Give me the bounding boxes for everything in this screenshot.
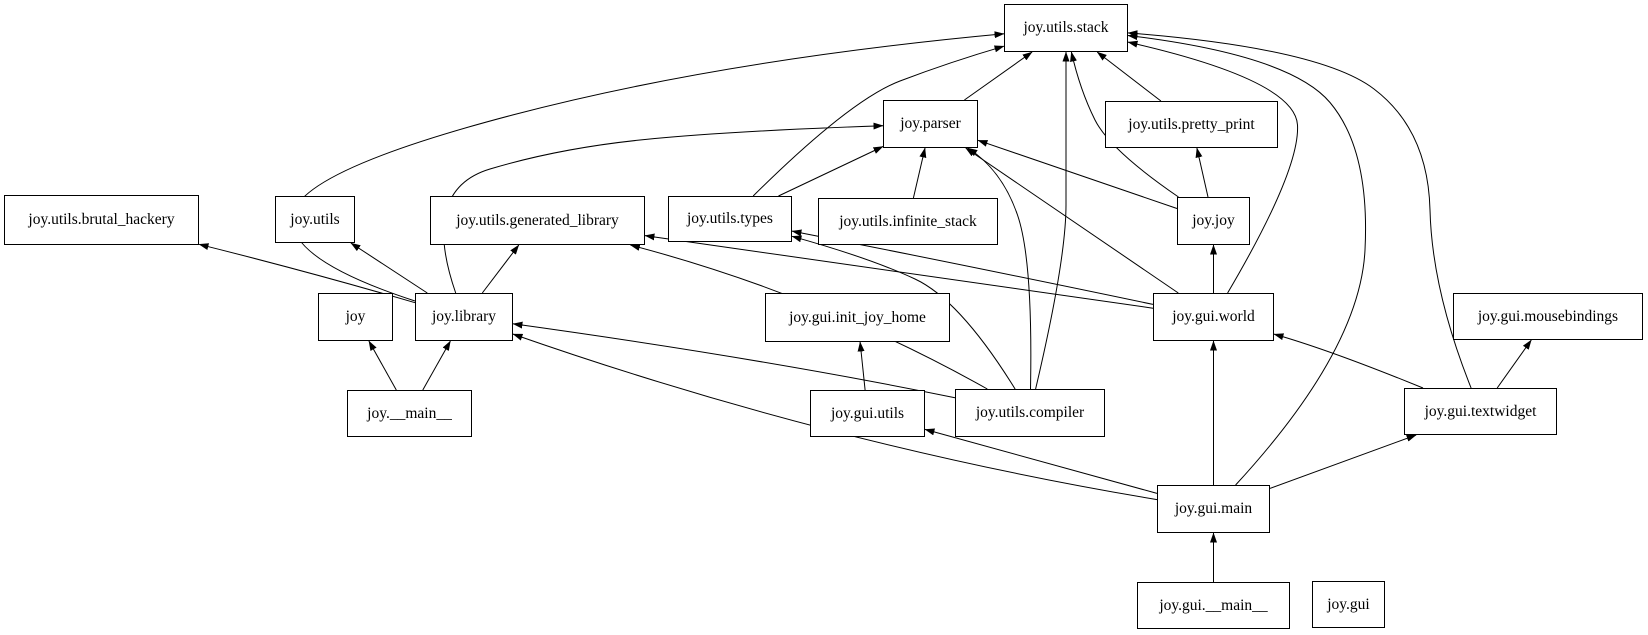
edge-joy-gui-textwidget-to-joy-gui-world bbox=[1273, 333, 1424, 389]
node-joy-gui: joy.gui bbox=[1312, 581, 1385, 628]
node-joy-library: joy.library bbox=[415, 293, 513, 341]
node-joy-utils-brutal-hackery: joy.utils.brutal_hackery bbox=[4, 195, 199, 245]
edge-joy-utils-compiler-to-joy-library bbox=[512, 321, 956, 399]
node-joy-utils-compiler: joy.utils.compiler bbox=[955, 389, 1105, 437]
edge-joy-library-to-joy-utils-stack bbox=[291, 31, 1005, 302]
edge-joy-library-to-joy-utils bbox=[350, 242, 428, 294]
node-joy-utils-infinite-stack: joy.utils.infinite_stack bbox=[818, 198, 998, 245]
edge-joy-utils-compiler-to-joy-utils-stack bbox=[1035, 51, 1070, 390]
node-joy-parser: joy.parser bbox=[883, 100, 978, 148]
node-joy-gui-main: joy.gui.main bbox=[1157, 485, 1270, 533]
node-joy-main: joy.__main__ bbox=[347, 390, 472, 437]
edge-joy-gui-main-to-joy-gui-utils bbox=[924, 428, 1158, 494]
edge-joy-gui-main-to-joy-utils-stack bbox=[1127, 33, 1367, 486]
node-joy-joy: joy.joy bbox=[1177, 197, 1250, 245]
edge-joy-utils-compiler-to-joy-utils-types bbox=[791, 235, 1016, 390]
edge-joy-utils-types-to-joy-parser bbox=[778, 146, 884, 197]
edge-joy-gui-world-to-joy-utils-stack bbox=[1127, 40, 1299, 294]
edge-joy-library-to-joy-utils-generated-library bbox=[481, 244, 520, 294]
edge-joy-gui-world-to-joy-parser bbox=[965, 147, 1179, 294]
edge-joy-main-to-joy-library bbox=[422, 340, 451, 391]
edge-joy-gui-main-to-joy-gui-textwidget bbox=[1269, 434, 1417, 489]
edge-joy-gui-utils-to-joy-gui-init-joy-home bbox=[857, 341, 866, 391]
edge-joy-joy-to-joy-utils-stack bbox=[1070, 51, 1179, 198]
edge-joy-utils-infinite-stack-to-joy-parser bbox=[912, 147, 927, 199]
edge-joy-main-to-joy bbox=[368, 340, 397, 391]
node-joy-utils-types: joy.utils.types bbox=[668, 196, 792, 242]
edge-joy-gui-world-to-joy-utils-generated-library bbox=[644, 233, 1154, 309]
node-joy-utils-stack: joy.utils.stack bbox=[1004, 4, 1128, 52]
edge-joy-joy-to-joy-parser bbox=[977, 139, 1178, 209]
node-joy: joy bbox=[318, 293, 393, 341]
edge-joy-utils-types-to-joy-utils-stack bbox=[752, 45, 1005, 197]
edge-joy-utils-pretty-print-to-joy-utils-stack bbox=[1096, 51, 1162, 102]
node-joy-gui-textwidget: joy.gui.textwidget bbox=[1404, 388, 1557, 435]
edge-joy-gui-textwidget-to-joy-utils-stack bbox=[1127, 30, 1472, 389]
edge-joy-parser-to-joy-utils-stack bbox=[964, 51, 1033, 101]
edge-joy-utils-compiler-to-joy-parser bbox=[967, 147, 1032, 390]
node-joy-utils: joy.utils bbox=[275, 196, 355, 243]
node-joy-gui-utils: joy.gui.utils bbox=[810, 390, 925, 437]
node-joy-gui-mousebindings: joy.gui.mousebindings bbox=[1453, 293, 1643, 340]
node-joy-gui-init-joy-home: joy.gui.init_joy_home bbox=[765, 293, 950, 342]
node-joy-utils-pretty-print: joy.utils.pretty_print bbox=[1105, 101, 1278, 148]
edge-joy-joy-to-joy-utils-pretty-print bbox=[1195, 147, 1209, 198]
node-joy-utils-generated-library: joy.utils.generated_library bbox=[430, 196, 645, 245]
node-joy-gui-main-module: joy.gui.__main__ bbox=[1137, 582, 1290, 629]
node-joy-gui-world: joy.gui.world bbox=[1153, 293, 1274, 341]
edge-joy-gui-textwidget-to-joy-gui-mousebindings bbox=[1496, 339, 1532, 389]
